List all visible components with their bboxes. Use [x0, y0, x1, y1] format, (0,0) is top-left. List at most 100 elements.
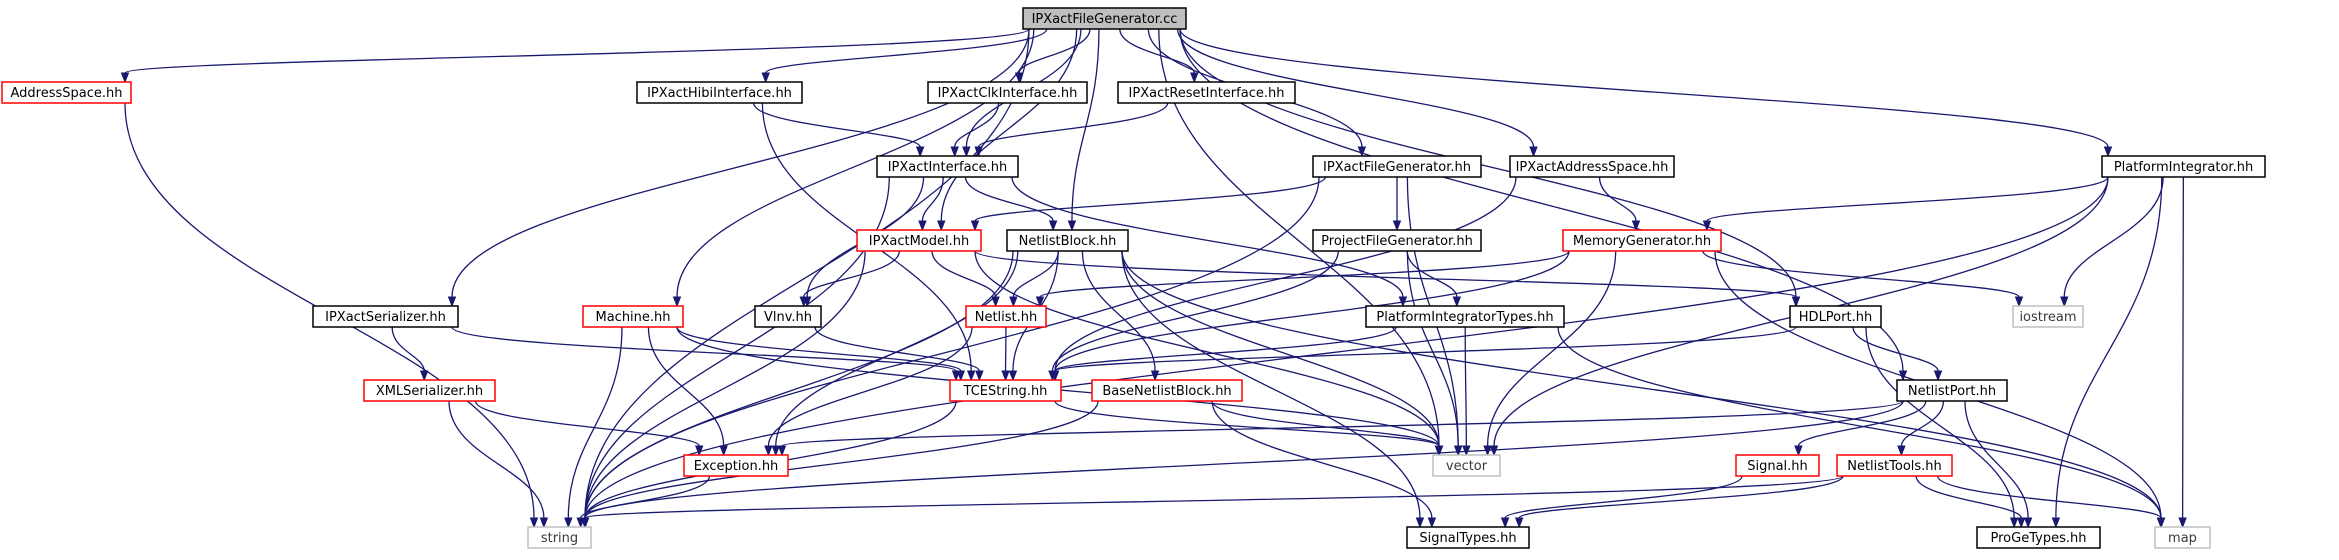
edge-arrowhead [2016, 517, 2026, 529]
node-vlnv[interactable]: Vlnv.hh [754, 305, 822, 328]
edge-line [1211, 400, 1440, 447]
node-clk[interactable]: IPXactClkInterface.hh [927, 81, 1088, 104]
edge-hdlport-to-netport [1852, 326, 1943, 382]
edge-line [1054, 326, 1397, 372]
edge-line [2055, 176, 2163, 519]
node-netblock[interactable]: NetlistBlock.hh [1006, 229, 1129, 252]
node-addressspace[interactable]: AddressSpace.hh [1, 81, 132, 104]
edge-ipxinterface-to-ipxmodel [918, 176, 944, 232]
edge-line [448, 400, 545, 519]
edge-root-to-clk [1014, 28, 1091, 84]
node-signaltypes[interactable]: SignalTypes.hh [1406, 526, 1530, 549]
node-basenb[interactable]: BaseNetlistBlock.hh [1091, 379, 1243, 402]
edge-root-to-ipxmodel [937, 28, 1078, 232]
node-projfilegen[interactable]: ProjectFileGenerator.hh [1312, 229, 1482, 252]
edge-line [1121, 250, 1421, 519]
node-label: NetlistTools.hh [1847, 459, 1942, 474]
node-signal[interactable]: Signal.hh [1735, 454, 1820, 477]
node-root: IPXactFileGenerator.cc [1022, 7, 1187, 30]
edge-root-to-hdlport [1179, 28, 1801, 308]
node-label: Exception.hh [694, 459, 779, 474]
edge-arrowhead [2051, 517, 2061, 529]
edge-line [391, 326, 425, 372]
edge-arrowhead [1631, 220, 1641, 232]
edge-line [1012, 250, 1059, 298]
edge-line [580, 475, 711, 519]
node-box [754, 305, 822, 328]
node-nltools[interactable]: NetlistTools.hh [1836, 454, 1953, 477]
node-pitypes[interactable]: PlatformIntegratorTypes.hh [1365, 305, 1565, 328]
edge-line [676, 28, 1035, 298]
edge-arrowhead [1434, 445, 1444, 457]
edge-arrowhead [937, 220, 946, 232]
node-memgen[interactable]: MemoryGenerator.hh [1562, 229, 1722, 252]
edge-arrowhead [991, 296, 1000, 308]
edge-root-to-machine [672, 28, 1035, 308]
edge-line [676, 326, 962, 372]
edge-line [1937, 475, 2162, 519]
node-platint[interactable]: PlatformIntegrator.hh [2101, 155, 2266, 178]
edge-netblock-to-string [580, 250, 1014, 529]
node-ipxmodel[interactable]: IPXactModel.hh [856, 229, 982, 252]
node-label: IPXactResetInterface.hh [1129, 86, 1285, 101]
edge-arrowhead [1014, 72, 1024, 84]
edge-arrowhead [1008, 370, 1018, 382]
node-label: ProGeTypes.hh [1991, 531, 2087, 546]
edge-line [931, 250, 997, 298]
edge-arrowhead [1415, 517, 1425, 529]
node-netlist[interactable]: Netlist.hh [965, 305, 1047, 328]
edge-nltools-to-progetypes [1915, 475, 2026, 529]
node-label: Machine.hh [595, 310, 670, 325]
edge-ipxfilegen-to-projfilegen [1392, 177, 1402, 232]
node-hdlport[interactable]: HDLPort.hh [1789, 305, 1882, 328]
node-ipxser[interactable]: IPXactSerializer.hh [312, 305, 459, 328]
edge-line [1176, 28, 1535, 148]
edge-arrowhead [120, 72, 130, 84]
node-exception[interactable]: Exception.hh [683, 454, 789, 477]
edge-projfilegen-to-pitypes [1406, 250, 1462, 308]
node-xmlser[interactable]: XMLSerializer.hh [363, 379, 496, 402]
node-netport[interactable]: NetlistPort.hh [1896, 379, 2008, 402]
node-label: NetlistBlock.hh [1019, 234, 1117, 249]
edge-line [964, 176, 1054, 222]
edge-line [451, 326, 957, 372]
node-box [1312, 155, 1482, 178]
node-machine[interactable]: Machine.hh [582, 305, 684, 328]
edge-line [1179, 28, 2109, 148]
edge-arrowhead [1150, 370, 1160, 382]
node-box [2154, 526, 2211, 549]
node-tcestring[interactable]: TCEString.hh [949, 379, 1062, 402]
edge-line [584, 475, 1844, 519]
node-label: SignalTypes.hh [1419, 531, 1516, 546]
edge-line [1706, 176, 2109, 222]
edge-ipxmodel-to-hdlport [974, 250, 1801, 308]
node-label: Signal.hh [1747, 459, 1808, 474]
edges-layer [120, 28, 2187, 529]
node-ipxaddr[interactable]: IPXactAddressSpace.hh [1509, 155, 1675, 178]
node-label: IPXactModel.hh [869, 234, 969, 249]
edge-line [474, 400, 700, 447]
edge-platint-to-progetypes [2051, 176, 2163, 529]
edge-arrowhead [419, 370, 429, 382]
edge-root-to-ipxser [447, 28, 1030, 308]
edge-root-to-addressspace [120, 28, 1030, 84]
edge-xmlser-to-exception [474, 400, 704, 457]
edge-ipxser-to-xmlser [391, 326, 429, 382]
edge-arrowhead [447, 296, 457, 308]
edge-root-to-ipxaddr [1176, 28, 1538, 158]
edge-arrowhead [1462, 445, 1471, 457]
node-hibi[interactable]: IPXactHibiInterface.hh [636, 81, 803, 104]
node-ipxinterface[interactable]: IPXactInterface.hh [876, 155, 1019, 178]
node-label: vector [1446, 459, 1488, 474]
node-ipxfilegen[interactable]: IPXactFileGenerator.hh [1312, 155, 1482, 178]
edge-arrowhead [1897, 445, 1906, 457]
node-reset[interactable]: IPXactResetInterface.hh [1117, 81, 1296, 104]
edge-arrowhead [1514, 517, 1524, 529]
node-label: HDLPort.hh [1799, 310, 1872, 325]
node-progetypes[interactable]: ProGeTypes.hh [1976, 526, 2101, 549]
edge-memgen-to-iostream [1702, 250, 2024, 308]
edge-line [647, 326, 725, 447]
node-box [1091, 379, 1243, 402]
edge-line [1464, 326, 1467, 447]
